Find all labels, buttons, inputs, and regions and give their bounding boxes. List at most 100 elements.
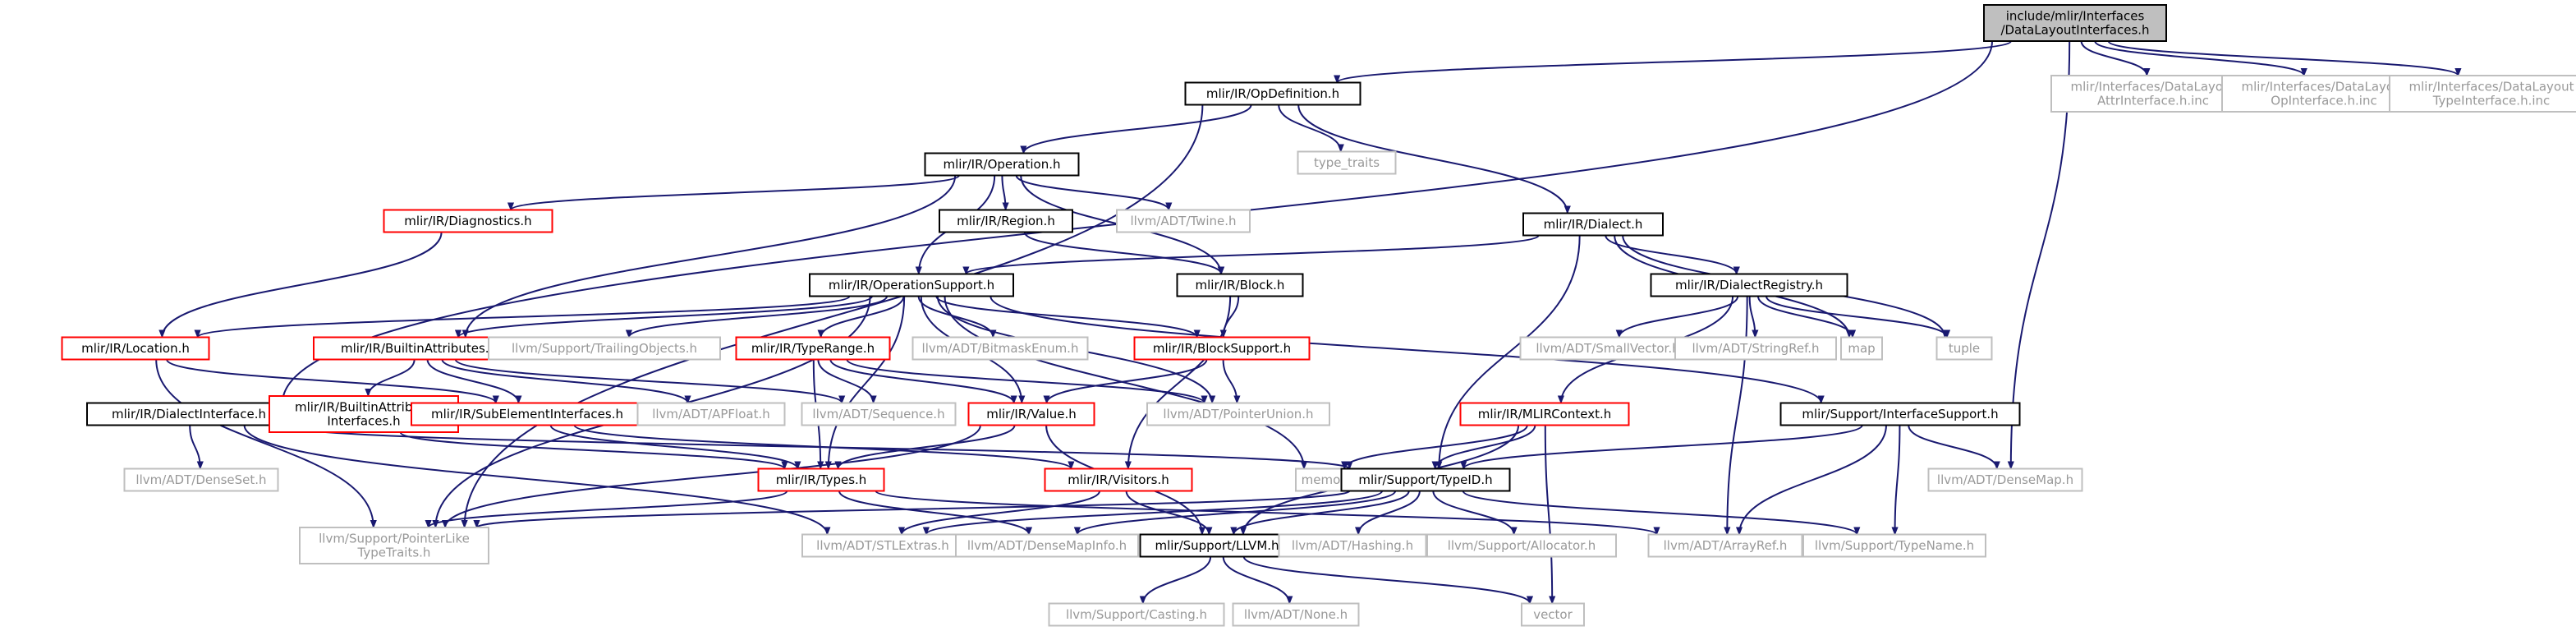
node-dialectif[interactable]: mlir/IR/DialectInterface.h (86, 402, 292, 426)
node-box-opsupport (809, 273, 1014, 297)
node-label-dlop-1: OpInterface.h.inc (2271, 94, 2376, 108)
node-box-dialect (1522, 212, 1664, 237)
edge-typeid-to-llvmh (1233, 491, 1410, 535)
node-types[interactable]: mlir/IR/Types.h (757, 467, 885, 492)
node-box-apfloat (636, 402, 786, 426)
node-vector: vector (1521, 602, 1585, 627)
node-sequence: llvm/ADT/Sequence.h (801, 402, 957, 426)
node-value[interactable]: mlir/IR/Value.h (967, 402, 1095, 426)
node-label-typetraits-0: type_traits (1314, 155, 1380, 171)
node-typename: llvm/Support/TypeName.h (1802, 533, 1986, 558)
node-block[interactable]: mlir/IR/Block.h (1176, 273, 1304, 297)
edge-region-to-block (1023, 232, 1221, 274)
edge-typeid-to-stlextras (926, 490, 1384, 536)
node-label-dialect-0: mlir/IR/Dialect.h (1544, 217, 1643, 232)
node-label-operation-0: mlir/IR/Operation.h (944, 157, 1061, 172)
edge-operation-to-diagnostics (511, 174, 960, 211)
node-root[interactable]: include/mlir/Interfaces/DataLayoutInterf… (1983, 4, 2167, 42)
node-blocksupport[interactable]: mlir/IR/BlockSupport.h (1133, 336, 1311, 361)
node-label-smallvector-0: llvm/ADT/SmallVector.h (1536, 341, 1679, 356)
edge-dialectreg-to-smallvector (1619, 296, 1739, 338)
node-box-bitmask (911, 336, 1089, 361)
edge-typeid-to-hashing (1358, 491, 1421, 535)
node-label-builtinattrif-0: mlir/IR/BuiltinAttribute (295, 400, 433, 415)
node-diagnostics[interactable]: mlir/IR/Diagnostics.h (383, 209, 553, 233)
edge-opsupport-to-types (829, 296, 906, 469)
node-label-region-0: mlir/IR/Region.h (957, 214, 1055, 228)
node-subelem[interactable]: mlir/IR/SubElementInterfaces.h (411, 402, 644, 426)
edge-dialectreg-to-tuple (1765, 296, 1947, 338)
node-label-stringref-0: llvm/ADT/StringRef.h (1692, 341, 1819, 356)
node-label-dlattr-1: AttrInterface.h.inc (2097, 94, 2209, 108)
node-box-typename (1802, 533, 1986, 558)
node-label-builtinattrif-1: Interfaces.h (327, 414, 400, 429)
node-label-typerange-0: mlir/IR/TypeRange.h (751, 341, 875, 356)
node-opsupport[interactable]: mlir/IR/OperationSupport.h (809, 273, 1014, 297)
node-opdef[interactable]: mlir/IR/OpDefinition.h (1184, 81, 1361, 106)
edge-dialectif-to-denseset (189, 425, 200, 469)
edge-value-to-ptrlike (445, 425, 981, 528)
node-label-dialectreg-0: mlir/IR/DialectRegistry.h (1675, 278, 1823, 292)
edge-blocksupport-to-value (1047, 359, 1208, 403)
edge-opsupport-to-bitmask (917, 296, 994, 338)
edge-opdef-to-operation (1023, 104, 1252, 154)
node-llvmh[interactable]: mlir/Support/LLVM.h (1139, 533, 1295, 558)
edge-location-to-ptrlike (155, 359, 374, 528)
node-dialectreg[interactable]: mlir/IR/DialectRegistry.h (1650, 273, 1848, 297)
edge-ifsupport-to-typename (1895, 425, 1901, 535)
edge-llvmh-to-casting (1143, 556, 1212, 604)
node-label-mlircontext-0: mlir/IR/MLIRContext.h (1478, 407, 1612, 421)
node-denseset: llvm/ADT/DenseSet.h (123, 467, 279, 492)
node-box-tuple (1935, 336, 1993, 361)
edge-dialect-to-dialectreg (1605, 235, 1737, 274)
node-box-mlircontext (1459, 402, 1630, 426)
node-label-densemap-0: llvm/ADT/DenseMap.h (1937, 472, 2073, 487)
node-dialect[interactable]: mlir/IR/Dialect.h (1522, 212, 1664, 237)
node-box-ifsupport (1779, 402, 2021, 426)
node-ifsupport[interactable]: mlir/Support/InterfaceSupport.h (1779, 402, 2021, 426)
node-box-typetraits (1297, 150, 1397, 175)
node-region[interactable]: mlir/IR/Region.h (939, 209, 1073, 233)
node-box-dialectreg (1650, 273, 1848, 297)
node-typeid[interactable]: mlir/Support/TypeID.h (1340, 467, 1511, 492)
node-label-hashing-0: llvm/ADT/Hashing.h (1292, 538, 1413, 553)
node-box-operation (924, 152, 1080, 177)
edge-root-to-dltype (2107, 40, 2459, 76)
edge-dialect-to-typeid (1439, 235, 1581, 469)
node-bitmask: llvm/ADT/BitmaskEnum.h (911, 336, 1089, 361)
node-box-region (939, 209, 1073, 233)
edge-operation-to-builtinattr (466, 175, 957, 338)
edge-dialectreg-to-arrayref (1727, 296, 1748, 535)
node-label-blocksupport-0: mlir/IR/BlockSupport.h (1153, 341, 1291, 356)
node-box-allocator (1426, 533, 1617, 558)
node-label-apfloat-0: llvm/ADT/APFloat.h (652, 407, 770, 421)
node-typerange[interactable]: mlir/IR/TypeRange.h (735, 336, 891, 361)
node-box-ptrunion (1146, 402, 1330, 426)
node-layer: include/mlir/Interfaces/DataLayoutInterf… (61, 4, 2576, 627)
edge-mlircontext-to-typeid (1435, 425, 1536, 469)
node-visitors[interactable]: mlir/IR/Visitors.h (1044, 467, 1193, 492)
node-label-allocator-0: llvm/Support/Allocator.h (1448, 538, 1596, 553)
edge-operation-to-region (1001, 175, 1005, 210)
edge-types-to-arrayref (875, 490, 1657, 536)
node-dlattr: mlir/Interfaces/DataLayoutAttrInterface.… (2050, 75, 2256, 113)
node-mlircontext[interactable]: mlir/IR/MLIRContext.h (1459, 402, 1630, 426)
edge-block-to-blocksupport (1224, 296, 1240, 338)
node-location[interactable]: mlir/IR/Location.h (61, 336, 210, 361)
node-operation[interactable]: mlir/IR/Operation.h (924, 152, 1080, 177)
node-label-dlattr-0: mlir/Interfaces/DataLayout (2071, 80, 2236, 94)
edge-root-to-dlattr (2080, 40, 2147, 76)
edge-root-to-dlop (2094, 40, 2304, 76)
edge-builtinattr-to-subelem (426, 359, 519, 403)
node-box-map (1840, 336, 1883, 361)
node-densemapinfo: llvm/ADT/DenseMapInfo.h (955, 533, 1139, 558)
node-label-subelem-0: mlir/IR/SubElementInterfaces.h (431, 407, 623, 421)
node-label-bitmask-0: llvm/ADT/BitmaskEnum.h (922, 341, 1079, 356)
node-none: llvm/ADT/None.h (1232, 602, 1360, 627)
node-allocator: llvm/Support/Allocator.h (1426, 533, 1617, 558)
node-trailing: llvm/Support/TrailingObjects.h (488, 336, 721, 361)
node-label-diagnostics-0: mlir/IR/Diagnostics.h (404, 214, 531, 228)
edge-subelem-to-visitors (573, 424, 1072, 470)
node-box-root (1983, 4, 2167, 42)
